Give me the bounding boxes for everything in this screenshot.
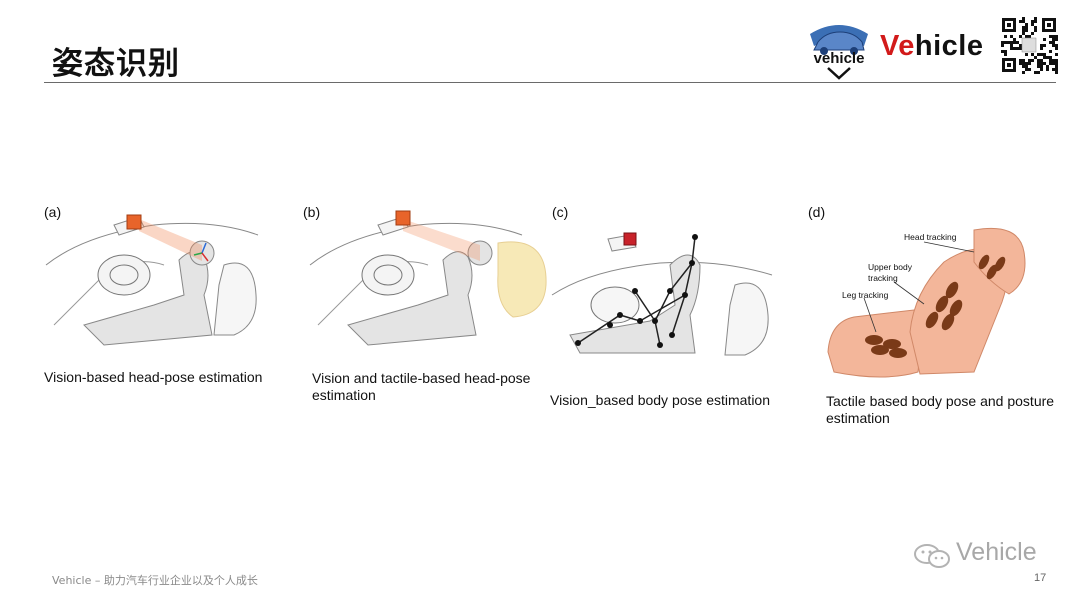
panel-c-illustration <box>551 232 773 356</box>
panel-b-illustration <box>309 210 547 346</box>
panel-a-label: (a) <box>44 204 62 220</box>
vehicle-badge-logo: vehicle <box>810 25 868 80</box>
panel-d-illustration: Head tracking Upper body tracking Leg tr… <box>827 227 1026 378</box>
watermark-text: Vehicle <box>956 538 1037 566</box>
panel-a-caption: Vision-based head-pose estimation <box>44 369 263 385</box>
camera-icon <box>623 232 637 246</box>
panel-b-caption: Vision and tactile-based head-pose estim… <box>312 370 531 403</box>
panel-b-label: (b) <box>303 204 321 220</box>
page-number: 17 <box>1034 572 1047 584</box>
title-divider <box>44 82 1056 83</box>
qr-code-icon <box>1000 16 1058 74</box>
panel-c-caption: Vision_based body pose estimation <box>550 392 771 408</box>
tactile-spots <box>865 254 1006 358</box>
badge-text: vehicle <box>814 50 865 67</box>
panel-d-label: (d) <box>808 204 826 220</box>
tactile-headrest-zone <box>497 241 547 318</box>
annotation-upper-body-2: tracking <box>868 273 898 283</box>
page-title: 姿态识别 <box>52 46 180 82</box>
panel-d-caption: Tactile based body pose and posture esti… <box>826 393 1055 426</box>
annotation-leg-tracking: Leg tracking <box>842 290 889 300</box>
panel-c-label: (c) <box>552 204 569 220</box>
annotation-head-tracking: Head tracking <box>904 232 957 242</box>
panel-a-illustration <box>45 214 259 346</box>
annotation-upper-body: Upper body <box>868 262 913 272</box>
footer-text: Vehicle – 助力汽车行业企业以及个人成长 <box>52 574 258 587</box>
camera-icon <box>126 214 142 230</box>
camera-icon <box>395 210 411 226</box>
brand-wordmark: Vehicle <box>880 30 984 62</box>
wechat-watermark-icon <box>914 544 950 568</box>
